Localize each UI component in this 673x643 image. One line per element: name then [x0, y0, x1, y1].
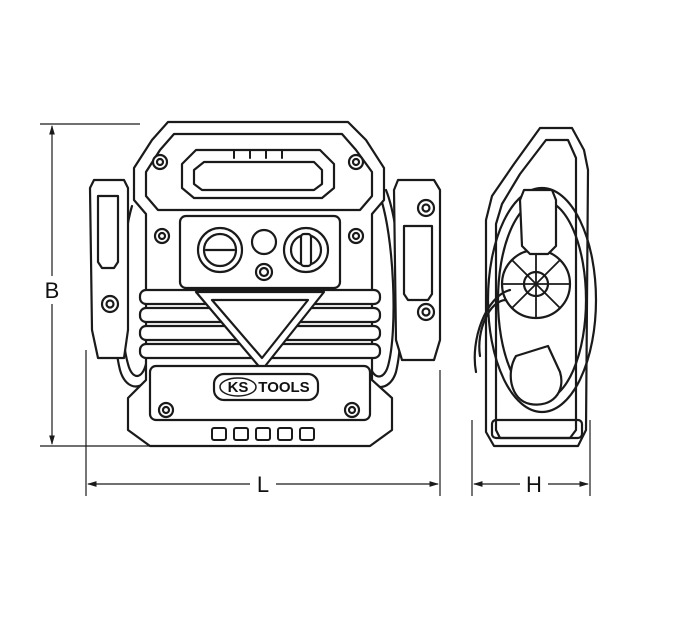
power-switch-lever	[299, 232, 313, 268]
side-clamp-top	[518, 188, 558, 256]
left-clamp-pivot	[100, 294, 120, 314]
side-view	[473, 126, 598, 448]
dimension-h-label-bg	[520, 470, 548, 498]
indicator-light	[250, 228, 278, 256]
side-cable-strand	[478, 298, 508, 358]
dimension-h-label: H	[526, 472, 542, 497]
bolt-top-left	[151, 153, 169, 171]
usb-port	[254, 262, 274, 282]
bolt-mid-left	[153, 227, 171, 245]
right-cable-loop-inner	[368, 194, 395, 378]
bolt-bottom-left	[157, 401, 175, 419]
handle-slot-inner	[192, 160, 324, 192]
brand-logo-ks: KS	[228, 379, 249, 396]
bolt-top-right	[347, 153, 365, 171]
right-clamp-handle	[402, 224, 434, 302]
front-v-plate	[194, 290, 326, 372]
dimension-l-label-bg	[250, 470, 276, 498]
dimension-b-label: B	[45, 278, 60, 303]
bolt-mid-right	[347, 227, 365, 245]
right-clamp-pivot-top	[416, 198, 436, 218]
front-view	[88, 120, 442, 448]
side-base-feet	[490, 418, 584, 440]
base-vents	[211, 427, 315, 441]
top-handle-bezel	[144, 132, 374, 212]
brand-logo-oval	[219, 377, 257, 397]
handle-ribs	[233, 149, 283, 159]
dimension-l-label: L	[257, 472, 269, 497]
bolt-bottom-right	[343, 401, 361, 419]
side-cable-coil-outer	[486, 186, 598, 414]
side-clamp-bottom	[509, 344, 563, 406]
dimension-b-label-bg	[40, 276, 64, 304]
side-spool-spokes	[501, 249, 571, 319]
left-clamp-handle	[96, 194, 120, 270]
right-clamp-pivot-bottom	[416, 302, 436, 322]
brand-logo-tools: TOOLS	[258, 379, 309, 396]
